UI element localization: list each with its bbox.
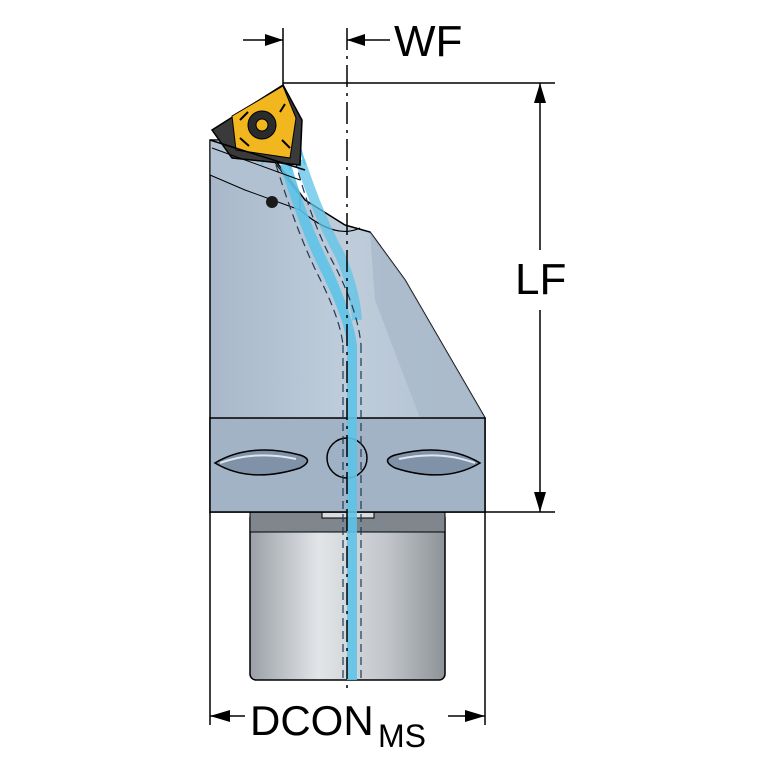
dcon-subscript-label: MS bbox=[378, 718, 426, 754]
wf-label: WF bbox=[394, 17, 463, 66]
lf-label: LF bbox=[515, 255, 567, 304]
dcon-label: DCON bbox=[250, 697, 374, 744]
wf-dimension bbox=[243, 28, 390, 85]
lf-dimension bbox=[283, 82, 555, 513]
cutting-insert bbox=[209, 83, 306, 208]
dcon-dimension bbox=[209, 512, 486, 725]
